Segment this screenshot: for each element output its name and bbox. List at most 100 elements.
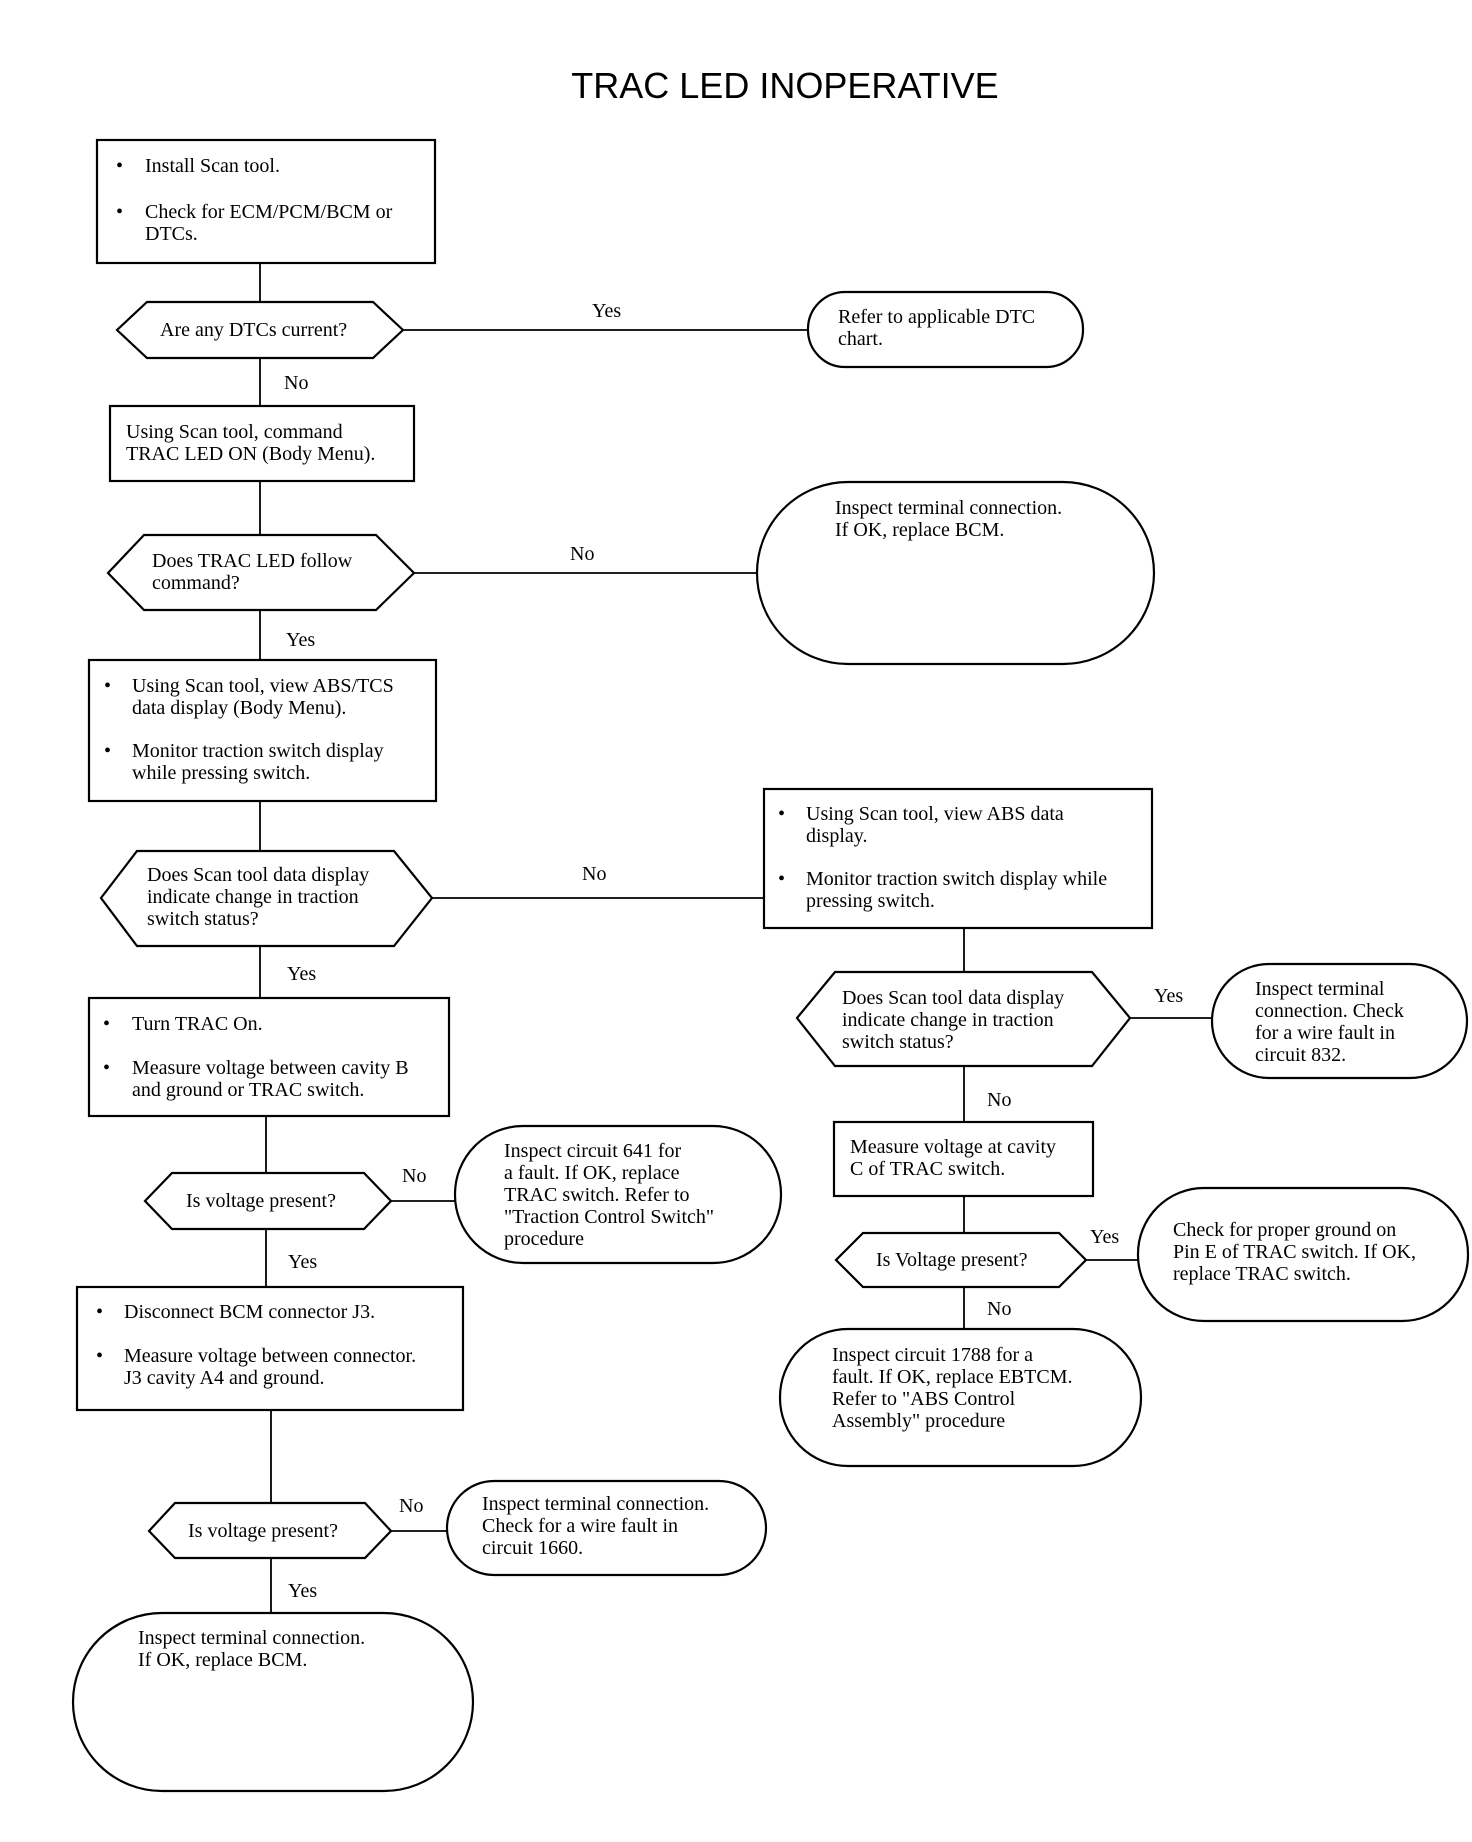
result-text: Inspect circuit 641 for	[504, 1140, 681, 1162]
result-text: for a wire fault in	[1255, 1022, 1395, 1044]
decision-text: indicate change in traction	[147, 886, 359, 908]
result-replace-bcm-upper: Inspect terminal connection. If OK, repl…	[755, 480, 1156, 666]
result-text: TRAC switch. Refer to	[504, 1184, 690, 1206]
step-text: Install Scan tool.	[145, 155, 280, 177]
step-text: DTCs.	[145, 223, 198, 245]
result-text: Assembly" procedure	[832, 1410, 1005, 1432]
label-d4-no: No	[987, 1089, 1011, 1111]
step-text: Measure voltage between cavity B	[132, 1057, 409, 1079]
result-text: replace TRAC switch.	[1173, 1263, 1351, 1285]
bullet-icon: •	[96, 1345, 103, 1367]
step-text: Measure voltage at cavity	[850, 1136, 1056, 1158]
result-text: Inspect terminal connection.	[138, 1627, 365, 1649]
decision-text: Does Scan tool data display	[842, 987, 1064, 1009]
bullet-icon: •	[116, 201, 123, 223]
result-text: Inspect terminal	[1255, 978, 1385, 1000]
result-text: Inspect circuit 1788 for a	[832, 1344, 1033, 1366]
result-text: Refer to "ABS Control	[832, 1388, 1016, 1410]
result-replace-bcm-lower: Inspect terminal connection. If OK, repl…	[71, 1611, 475, 1793]
step-text: Using Scan tool, view ABS/TCS	[132, 675, 394, 697]
step-text: Monitor traction switch display while	[806, 868, 1107, 890]
step-text: display.	[806, 825, 867, 847]
bullet-icon: •	[103, 1057, 110, 1079]
bullet-icon: •	[103, 1013, 110, 1035]
result-text: If OK, replace BCM.	[835, 519, 1004, 541]
decision-traction-status-change-left: Does Scan tool data display indicate cha…	[99, 849, 434, 948]
result-text: Inspect terminal connection.	[835, 497, 1062, 519]
result-check-circuit-832: Inspect terminal connection. Check for a…	[1210, 962, 1469, 1080]
step-text: and ground or TRAC switch.	[132, 1079, 364, 1101]
step-text: Turn TRAC On.	[132, 1013, 263, 1035]
decision-text: indicate change in traction	[842, 1009, 1054, 1031]
step-text: Monitor traction switch display	[132, 740, 384, 762]
decision-text: switch status?	[147, 908, 259, 930]
result-text: Check for a wire fault in	[482, 1515, 678, 1537]
step-disconnect-bcm-j3: • Disconnect BCM connector J3. • Measure…	[75, 1285, 465, 1412]
label-d7-no: No	[399, 1495, 423, 1517]
result-text: fault. If OK, replace EBTCM.	[832, 1366, 1072, 1388]
decision-text: command?	[152, 572, 240, 594]
step-text: data display (Body Menu).	[132, 697, 346, 719]
step-text: J3 cavity A4 and ground.	[124, 1367, 325, 1389]
result-refer-dtc-chart: Refer to applicable DTC chart.	[806, 290, 1085, 369]
connectors	[259, 263, 1212, 1613]
result-replace-ebtcm: Inspect circuit 1788 for a fault. If OK,…	[778, 1327, 1143, 1468]
decision-text: Are any DTCs current?	[160, 319, 347, 341]
result-text: Inspect terminal connection.	[482, 1493, 709, 1515]
label-d1-no: No	[284, 372, 308, 394]
bullet-icon: •	[778, 868, 785, 890]
result-check-circuit-641: Inspect circuit 641 for a fault. If OK, …	[453, 1124, 783, 1265]
step-text: Check for ECM/PCM/BCM or	[145, 201, 393, 223]
step-turn-trac-on: • Turn TRAC On. • Measure voltage betwee…	[87, 996, 451, 1118]
result-text: Pin E of TRAC switch. If OK,	[1173, 1241, 1416, 1263]
bullet-icon: •	[104, 675, 111, 697]
result-text: Check for proper ground on	[1173, 1219, 1396, 1241]
label-d7-yes: Yes	[288, 1580, 317, 1602]
bullet-icon: •	[96, 1301, 103, 1323]
decision-text: Is voltage present?	[188, 1520, 338, 1542]
step-text: TRAC LED ON (Body Menu).	[126, 443, 375, 465]
step-text: Using Scan tool, view ABS data	[806, 803, 1064, 825]
result-text: circuit 1660.	[482, 1537, 583, 1559]
label-d6-yes: Yes	[288, 1251, 317, 1273]
result-text: circuit 832.	[1255, 1044, 1346, 1066]
label-d2-no: No	[570, 543, 594, 565]
step-text: Measure voltage between connector.	[124, 1345, 416, 1367]
step-text: C of TRAC switch.	[850, 1158, 1005, 1180]
label-d1-yes: Yes	[592, 300, 621, 322]
label-d5-yes: Yes	[1090, 1226, 1119, 1248]
label-d3-no: No	[582, 863, 606, 885]
result-text: If OK, replace BCM.	[138, 1649, 307, 1671]
decision-dtcs-current: Are any DTCs current?	[115, 300, 405, 360]
step-measure-cavity-c: Measure voltage at cavity C of TRAC swit…	[832, 1120, 1095, 1198]
result-check-circuit-1660: Inspect terminal connection. Check for a…	[445, 1479, 768, 1577]
label-d6-no: No	[402, 1165, 426, 1187]
decision-voltage-present-j3: Is voltage present?	[147, 1501, 393, 1560]
result-check-ground-pin-e: Check for proper ground on Pin E of TRAC…	[1136, 1186, 1470, 1323]
decision-text: Is Voltage present?	[876, 1249, 1028, 1271]
step-text: pressing switch.	[806, 890, 935, 912]
result-text: a fault. If OK, replace	[504, 1162, 680, 1184]
bullet-icon: •	[116, 155, 123, 177]
decision-voltage-present-cavity-b: Is voltage present?	[143, 1171, 393, 1231]
decision-text: switch status?	[842, 1031, 954, 1053]
decision-text: Does Scan tool data display	[147, 864, 369, 886]
step-text: Using Scan tool, command	[126, 421, 343, 443]
decision-voltage-present-right: Is Voltage present?	[834, 1231, 1088, 1289]
label-d4-yes: Yes	[1154, 985, 1183, 1007]
bullet-icon: •	[104, 740, 111, 762]
result-text: Refer to applicable DTC	[838, 306, 1035, 328]
label-d5-no: No	[987, 1298, 1011, 1320]
result-text: "Traction Control Switch"	[504, 1206, 714, 1228]
result-text: chart.	[838, 328, 883, 350]
step-text: while pressing switch.	[132, 762, 310, 784]
step-install-scan-tool: • Install Scan tool. • Check for ECM/PCM…	[95, 138, 437, 265]
step-text: Disconnect BCM connector J3.	[124, 1301, 375, 1323]
decision-led-follow-command: Does TRAC LED follow command?	[106, 533, 416, 612]
decision-traction-status-change-right: Does Scan tool data display indicate cha…	[795, 970, 1132, 1068]
step-view-abs-tcs-data: • Using Scan tool, view ABS/TCS data dis…	[87, 658, 438, 803]
bullet-icon: •	[778, 803, 785, 825]
result-text: procedure	[504, 1228, 584, 1250]
page-title: TRAC LED INOPERATIVE	[571, 65, 998, 106]
